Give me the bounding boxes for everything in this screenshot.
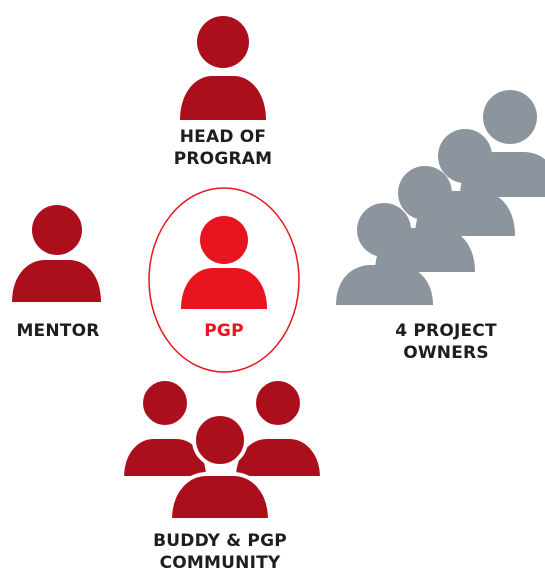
community-person-icon-right	[231, 377, 325, 480]
mentor-label: MENTOR	[2, 320, 114, 342]
head-of-program-label-line2: PROGRAM	[173, 149, 273, 169]
mentor-label-text: MENTOR	[16, 321, 100, 341]
mentor-person-icon	[12, 205, 101, 302]
pgp-label-text: PGP	[204, 321, 244, 341]
community-group-icon	[119, 377, 325, 522]
project-owner-person-icon-1	[336, 203, 433, 305]
pgp-label: PGP	[184, 320, 264, 342]
head-of-program-person-icon	[180, 16, 266, 120]
head-of-program-label: HEAD OF PROGRAM	[163, 126, 283, 170]
project-owners-label-line2: OWNERS	[403, 343, 489, 363]
project-owners-label: 4 PROJECT OWNERS	[380, 320, 512, 364]
community-label-line2: COMMUNITY	[159, 553, 281, 573]
community-label: BUDDY & PGP COMMUNITY	[140, 530, 300, 574]
project-owners-group-icon	[336, 90, 545, 305]
pgp-highlight-ring	[148, 187, 300, 373]
project-owners-label-line1: 4 PROJECT	[395, 321, 497, 341]
community-person-icon-center	[167, 412, 273, 522]
community-label-line1: BUDDY & PGP	[153, 531, 287, 551]
pgp-person-icon	[181, 216, 267, 309]
head-of-program-label-line1: HEAD OF	[179, 127, 267, 147]
